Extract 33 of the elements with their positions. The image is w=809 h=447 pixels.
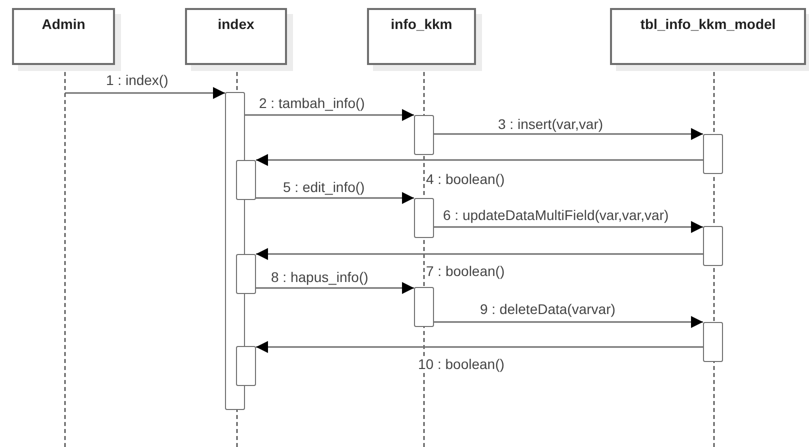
- edge-label: 3 : insert(var,var): [497, 116, 604, 132]
- activation-bar: [414, 115, 434, 155]
- edge-label: 10 : boolean(): [417, 356, 506, 372]
- edge-label: 8 : hapus_info(): [270, 269, 370, 285]
- edge-label: 4 : boolean(): [425, 171, 506, 187]
- edge-label: 6 : updateDataMultiField(var,var,var): [442, 207, 670, 223]
- activation-bar: [703, 226, 723, 266]
- message-arrow: [256, 248, 703, 260]
- activation-bar: [414, 198, 434, 238]
- message-arrow: [256, 282, 414, 294]
- message-arrow: [65, 87, 225, 99]
- lifeline-name: Admin: [40, 16, 86, 32]
- edge-label: 7 : boolean(): [425, 263, 506, 279]
- edge-label: 9 : deleteData(varvar): [479, 301, 616, 317]
- activation-bar: [236, 254, 256, 294]
- message-arrow: [245, 109, 414, 121]
- edge-label: 5 : edit_info(): [282, 179, 366, 195]
- lifeline-name: index: [216, 16, 256, 32]
- message-arrow: [256, 154, 703, 166]
- activation-bar: [236, 346, 256, 386]
- activation-bar: [703, 134, 723, 174]
- edge-label: 2 : tambah_info(): [258, 95, 366, 111]
- message-arrow: [256, 192, 414, 204]
- activation-bar: [414, 287, 434, 327]
- lifeline-name: info_kkm: [390, 16, 454, 32]
- activation-bar: [703, 322, 723, 362]
- lifeline-name: tbl_info_kkm_model: [639, 16, 777, 32]
- message-arrow: [434, 316, 703, 328]
- edge-label: 1 : index(): [105, 72, 170, 88]
- message-arrow: [434, 221, 703, 233]
- message-arrow: [256, 341, 703, 353]
- message-arrow: [434, 128, 703, 140]
- activation-bar: [236, 160, 256, 200]
